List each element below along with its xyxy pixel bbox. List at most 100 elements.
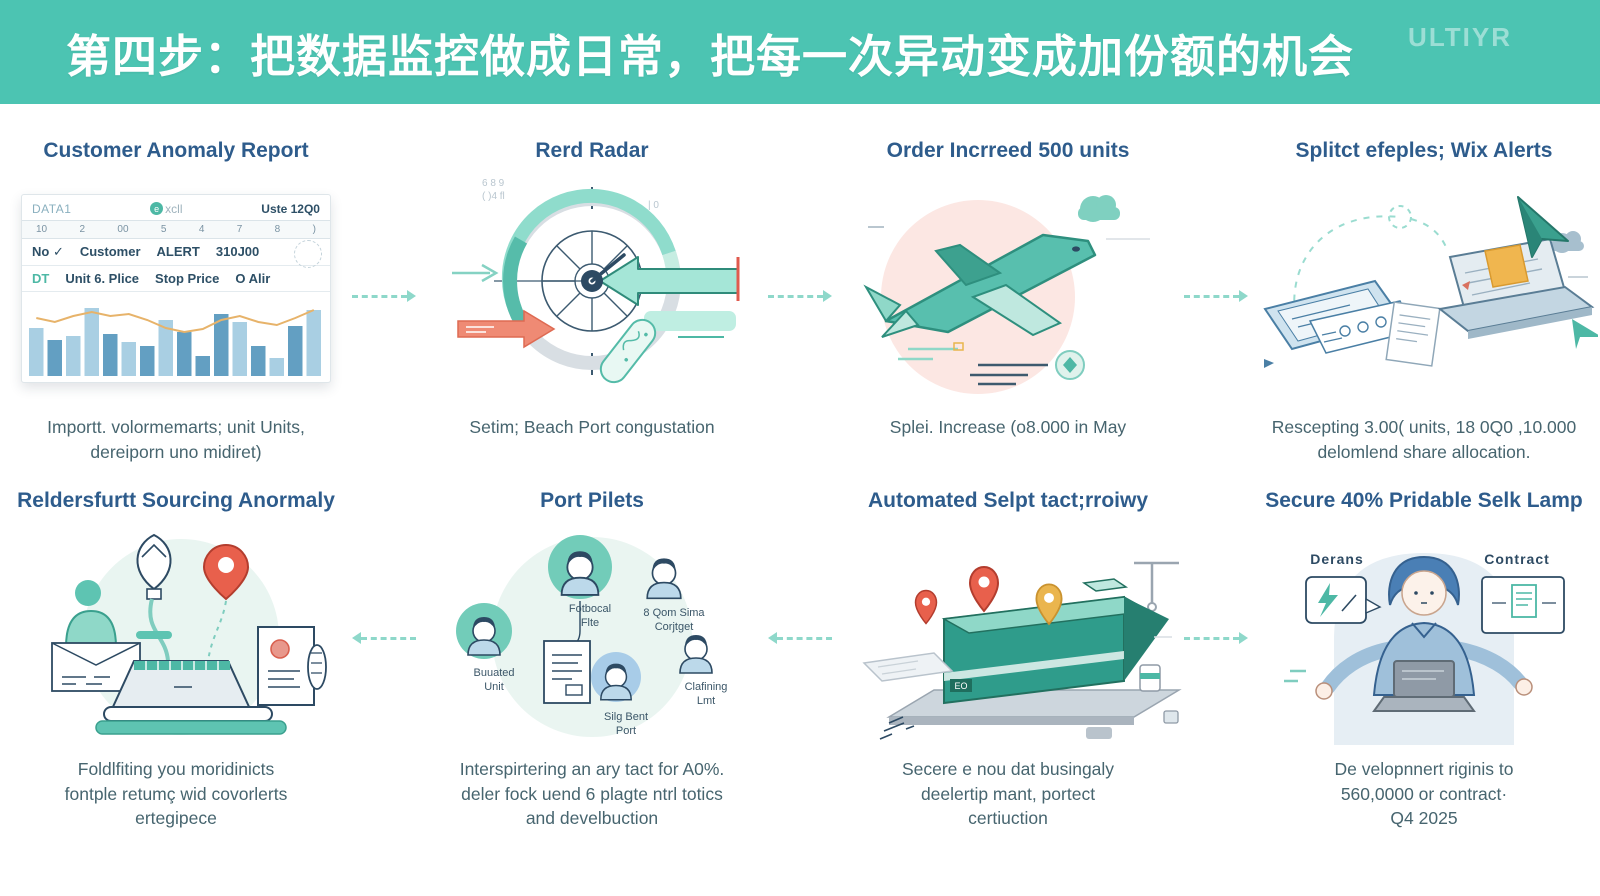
face xyxy=(1401,570,1447,617)
radar-illustration: 6 8 9 ( )4 fl | 0 xyxy=(416,169,768,407)
bubble-label: Derans xyxy=(1310,551,1364,568)
isometric-devices-icon xyxy=(1263,196,1598,369)
lightning-icon xyxy=(1318,583,1338,618)
folder-icon xyxy=(1484,244,1529,289)
panel-caption: Importt. volormemarts; unit Units, derei… xyxy=(47,417,305,462)
cloud-icon xyxy=(1078,195,1120,223)
laptop-icon xyxy=(1372,660,1476,713)
sourcing-scene-icon xyxy=(51,534,327,736)
page-title: 第四步：把数据监控做成日常，把每一次异动变成加份额的机会 xyxy=(66,30,1355,82)
panel-title: Splitct efeples; Wix Alerts xyxy=(1295,139,1553,162)
devices-illustration xyxy=(1248,169,1600,407)
panel-caption: Foldlfiting you moridinicts fontple retu… xyxy=(64,759,288,829)
presenter-icon xyxy=(1284,553,1565,746)
airplane-icon xyxy=(863,195,1150,395)
flow-arrow-right-icon xyxy=(1184,290,1248,302)
container-ship-icon: EO xyxy=(862,562,1182,741)
location-pin-icon xyxy=(914,590,938,626)
crane xyxy=(1134,562,1179,604)
header-banner: 第四步：把数据监控做成日常，把每一次异动变成加份额的机会 ULTIYR xyxy=(0,0,1600,104)
stray-digits: | 0 xyxy=(648,200,659,212)
panel-caption: De velopnnert riginis to 560,0000 or con… xyxy=(1334,759,1514,829)
workflow-row-1: Customer Anomaly Report DATA1 e xcll Ust… xyxy=(0,130,1600,464)
paper-sheet xyxy=(862,652,954,683)
logo-badge-icon: e xyxy=(150,202,164,216)
conveyor-device xyxy=(95,660,287,736)
panel-secure-contract: Secure 40% Pridable Selk Lamp xyxy=(1248,480,1600,831)
ship-illustration: EO xyxy=(832,519,1184,749)
person-label: 8 Qom Sima Corjtget xyxy=(643,607,705,633)
document-sheet xyxy=(1385,301,1441,367)
person-label: Silg Bent Port xyxy=(603,711,649,737)
panel-caption: Interspirtering an ary tact for A0%. del… xyxy=(459,759,725,829)
hand-with-report xyxy=(257,626,327,707)
callout-bar xyxy=(644,311,736,332)
location-pin-icon xyxy=(968,566,1000,613)
idea-bubble xyxy=(1305,576,1382,625)
small-left-inlet-arrow-icon xyxy=(452,264,499,283)
logo-text: xcll xyxy=(165,201,183,216)
watermark: ULTIYR xyxy=(1408,22,1512,52)
people-network-icon xyxy=(456,535,713,738)
contract-box xyxy=(1481,576,1565,635)
capsule-icon xyxy=(599,319,657,384)
bucket-icon xyxy=(1139,664,1161,693)
person-label: Fotbocal Flte xyxy=(568,603,612,629)
card-label: DATA1 xyxy=(32,201,72,216)
location-pin-icon xyxy=(1035,583,1063,626)
panel-title: Secure 40% Pridable Selk Lamp xyxy=(1265,489,1583,513)
person-label: Buuated Unit xyxy=(473,667,515,693)
document-icon xyxy=(543,640,591,705)
panel-title: Rerd Radar xyxy=(535,139,649,162)
bubble-label: Contract xyxy=(1484,551,1550,568)
flow-arrow-left-icon xyxy=(352,632,416,645)
panel-title: Customer Anomaly Report xyxy=(43,139,309,162)
table-row: No ✓ Customer ALERT 310J00 xyxy=(22,239,330,268)
flow-arrow-left-icon xyxy=(768,632,832,645)
panel-rerd-radar: Rerd Radar 6 8 9 ( )4 fl | 0 xyxy=(416,130,768,440)
table-row: DT Unit 6. Plice Stop Price O Alir xyxy=(22,266,330,292)
card-header: DATA1 e xcll Uste 12Q0 xyxy=(22,199,330,220)
panel-title: Reldersfurtt Sourcing Anormaly xyxy=(17,489,335,513)
contract-illustration: Derans Contract xyxy=(1248,519,1600,749)
needle xyxy=(590,253,626,283)
spreadsheet-logo: e xcll xyxy=(150,201,183,216)
panel-port-pilets: Port Pilets xyxy=(416,480,768,831)
contract-doc-icon xyxy=(1511,584,1537,619)
people-illustration: Fotbocal Flte 8 Qom Sima Corjtget Buuate… xyxy=(416,519,768,749)
note-lines xyxy=(970,363,1048,386)
panel-order-increase: Order Incrreed 500 units xyxy=(832,130,1184,440)
panel-wix-alerts: Splitct efeples; Wix Alerts xyxy=(1248,130,1600,464)
location-pin-icon xyxy=(202,544,250,662)
container-label: EO xyxy=(954,681,967,691)
panel-title: Port Pilets xyxy=(540,489,644,513)
mini-bar-chart xyxy=(29,307,321,376)
panel-caption: Secere e nou dat busingaly deelertip man… xyxy=(901,759,1115,829)
airplane-illustration xyxy=(832,169,1184,407)
panel-caption: Splei. Increase (o8.000 in May xyxy=(889,417,1127,438)
scribbles xyxy=(879,716,915,741)
flow-arrow-right-icon xyxy=(768,290,832,302)
panel-caption: Rescepting 3.00( units, 18 0Q0 ,10.000 d… xyxy=(1271,417,1577,462)
person-icon xyxy=(64,580,118,649)
sketch-doodle-icon xyxy=(294,239,322,268)
workflow-row-2: Reldersfurtt Sourcing Anormaly xyxy=(0,480,1600,831)
person-label: Clafining Lmt xyxy=(684,681,728,707)
flow-arrow-right-icon xyxy=(352,290,416,302)
small-paper-plane-icon xyxy=(1572,319,1598,350)
units-label: Uste 12Q0 xyxy=(261,201,320,216)
panel-title: Automated Selpt tact;rroiwy xyxy=(867,489,1149,513)
panel-sourcing-anomaly: Reldersfurtt Sourcing Anormaly xyxy=(0,480,352,831)
panel-automated-tracking: Automated Selpt tact;rroiwy EO xyxy=(832,480,1184,831)
flow-arrow-right-icon xyxy=(1184,632,1248,645)
panel-customer-anomaly-report: Customer Anomaly Report DATA1 e xcll Ust… xyxy=(0,130,352,464)
diamond-badge-icon xyxy=(1055,350,1085,381)
salmon-right-arrow-icon xyxy=(457,309,556,349)
sourcing-illustration xyxy=(0,519,352,749)
platform xyxy=(886,689,1182,719)
panel-caption: Setim; Beach Port congustation xyxy=(469,417,715,438)
panel-title: Order Incrreed 500 units xyxy=(886,139,1130,162)
